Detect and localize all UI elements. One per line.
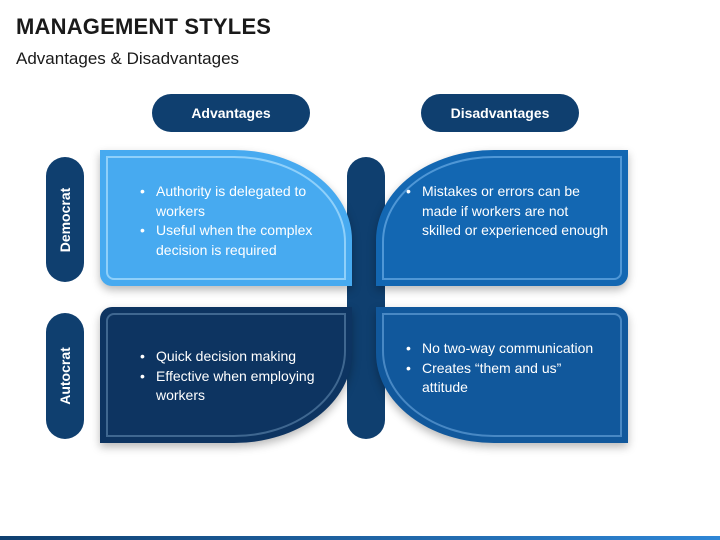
autocrat-label-text: Autocrat (57, 347, 73, 405)
bottom-accent-bar (0, 536, 720, 540)
autocrat-disadvantages-list: No two-way communication Creates “them a… (406, 339, 611, 398)
autocrat-disadvantages-panel: No two-way communication Creates “them a… (376, 307, 628, 443)
page-subtitle: Advantages & Disadvantages (16, 49, 240, 68)
democrat-label: Democrat (46, 157, 84, 282)
democrat-advantages-panel: Authority is delegated to workers Useful… (100, 150, 352, 286)
list-item: Creates “them and us” attitude (406, 359, 611, 398)
center-connector (347, 290, 385, 306)
page-title: MANAGEMENT STYLES (16, 14, 272, 39)
autocrat-label: Autocrat (46, 313, 84, 439)
democrat-advantages-list: Authority is delegated to workers Useful… (140, 182, 340, 260)
list-item: Quick decision making (140, 347, 340, 367)
democrat-label-text: Democrat (57, 187, 73, 252)
disadvantages-header: Disadvantages (421, 94, 579, 132)
advantages-header: Advantages (152, 94, 310, 132)
list-item: Mistakes or errors can be made if worker… (406, 182, 611, 241)
autocrat-advantages-panel: Quick decision making Effective when emp… (100, 307, 352, 443)
list-item: Authority is delegated to workers (140, 182, 340, 221)
democrat-disadvantages-panel: Mistakes or errors can be made if worker… (376, 150, 628, 286)
list-item: Effective when employing workers (140, 367, 340, 406)
democrat-disadvantages-list: Mistakes or errors can be made if worker… (406, 182, 611, 241)
list-item: No two-way communication (406, 339, 611, 359)
list-item: Useful when the complex decision is requ… (140, 221, 340, 260)
autocrat-advantages-list: Quick decision making Effective when emp… (140, 347, 340, 406)
